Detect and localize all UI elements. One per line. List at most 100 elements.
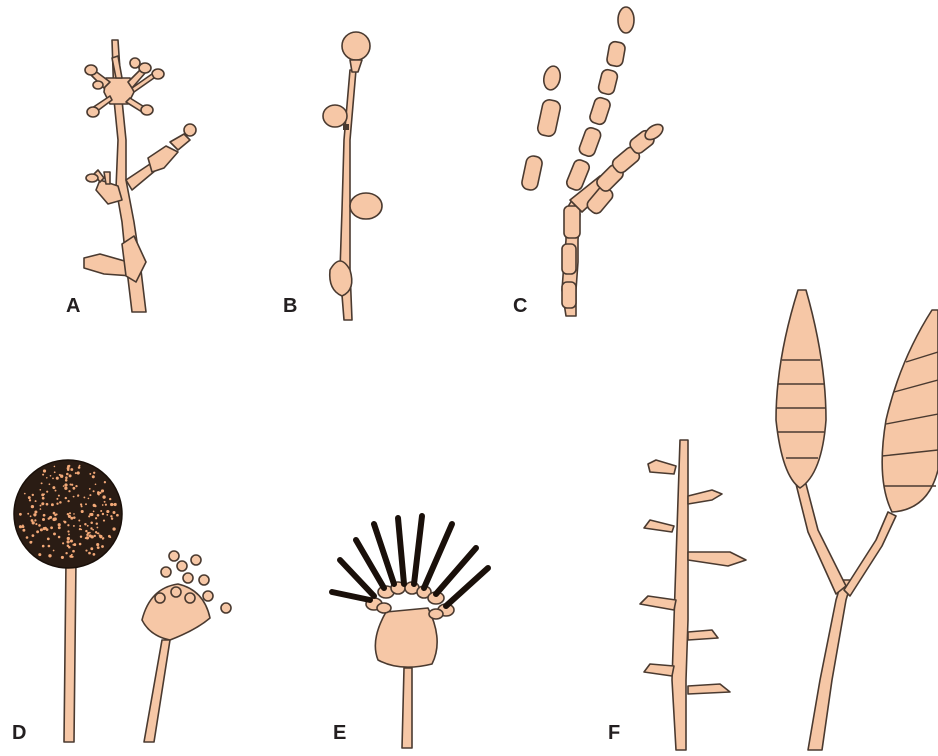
panel-label-b: B (283, 295, 297, 318)
panel-c-drawing (521, 7, 666, 316)
spore-speck (109, 498, 111, 500)
spore-speck (38, 524, 41, 527)
spore-speck (93, 490, 95, 492)
spore-speck (33, 513, 36, 516)
spore-speck (77, 471, 80, 474)
spore-speck (59, 501, 62, 504)
spore-speck (90, 513, 93, 516)
spore-speck (96, 522, 98, 524)
spore-speck (43, 514, 46, 517)
spore-speck (90, 522, 93, 525)
spore-speck (67, 544, 70, 547)
spore-speck (53, 532, 56, 535)
spore-speck (87, 525, 89, 527)
spore-speck (113, 511, 116, 514)
spore-speck (53, 512, 56, 515)
spore-speck (75, 472, 77, 474)
spore-speck (90, 527, 92, 529)
spore-speck (67, 530, 69, 532)
spore-speck (56, 503, 58, 505)
spore-speck (63, 520, 65, 522)
spore-speck (46, 503, 49, 506)
spore-speck (66, 473, 69, 476)
spore-speck (58, 526, 61, 529)
spore-speck (89, 488, 91, 490)
spore-speck (99, 492, 101, 494)
spore-speck (97, 532, 99, 534)
spore-speck (65, 476, 68, 479)
spore-speck (40, 508, 42, 510)
spore-speck (72, 550, 75, 553)
spore-speck (100, 510, 102, 512)
spore-speck (79, 465, 81, 467)
spore-speck (92, 529, 94, 531)
spore-speck (104, 481, 106, 483)
spore-speck (93, 511, 95, 513)
panel-label-e: E (333, 722, 346, 745)
spore-speck (84, 523, 86, 525)
spore-speck (70, 468, 73, 471)
spore-speck (46, 477, 48, 479)
spore-speck (65, 552, 67, 554)
spore-speck (102, 513, 104, 515)
spore-speck (43, 527, 46, 530)
spore-speck (55, 490, 57, 492)
panel-d-drawing (14, 460, 231, 742)
spore-speck (78, 466, 81, 469)
spore-speck (62, 542, 64, 544)
spore-speck (68, 490, 70, 492)
spore-speck (31, 519, 34, 522)
spore-speck (46, 491, 48, 493)
spore-speck (41, 502, 44, 505)
spore-speck (113, 504, 115, 506)
spore-speck (61, 556, 64, 559)
spore-speck (106, 514, 108, 516)
spore-speck (69, 483, 71, 485)
spore-speck (60, 475, 63, 478)
spore-speck (69, 474, 72, 477)
spore-speck (70, 517, 73, 520)
spore-speck (85, 550, 87, 552)
spore-speck (35, 523, 37, 525)
spore-speck (50, 475, 52, 477)
spore-speck (58, 495, 60, 497)
spore-speck (36, 530, 39, 533)
spore-speck (73, 513, 75, 515)
spore-speck (47, 538, 50, 541)
spore-speck (58, 536, 61, 539)
spore-speck (79, 528, 81, 530)
spore-speck (111, 518, 113, 520)
spore-speck (103, 520, 105, 522)
spore-speck (29, 541, 32, 544)
spore-speck (64, 483, 67, 486)
spore-speck (48, 517, 50, 519)
spore-speck (65, 479, 68, 482)
spore-speck (92, 475, 95, 478)
spore-speck (27, 513, 29, 515)
spore-speck (67, 524, 69, 526)
spore-speck (69, 512, 71, 514)
spore-speck (102, 495, 105, 498)
spore-speck (72, 544, 74, 546)
spore-speck (32, 534, 35, 537)
spore-speck (65, 497, 67, 499)
spore-speck (34, 519, 36, 521)
spore-speck (94, 535, 96, 537)
spore-speck (109, 536, 111, 538)
spore-speck (102, 504, 104, 506)
spore-speck (67, 500, 69, 502)
spore-speck (56, 498, 58, 500)
spore-speck (73, 516, 76, 519)
spore-speck (79, 543, 82, 546)
spore-speck (22, 529, 25, 532)
spore-speck (73, 487, 76, 490)
spore-speck (85, 503, 87, 505)
spore-speck (42, 474, 44, 476)
panel-f-drawing (640, 290, 938, 750)
spore-speck (110, 503, 113, 506)
spore-speck (69, 555, 72, 558)
panel-b-drawing (323, 32, 382, 320)
spore-speck (77, 494, 79, 496)
spore-speck (43, 469, 46, 472)
